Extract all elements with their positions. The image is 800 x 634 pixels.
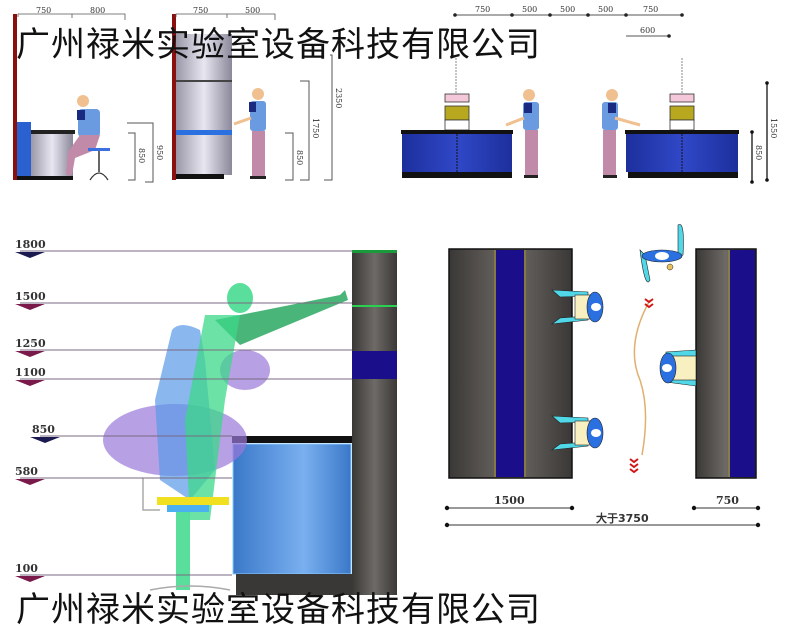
plan-person-top-left <box>550 289 604 325</box>
plan-dim-750: 750 <box>716 494 739 507</box>
tall-cabinet-elevation <box>172 13 333 181</box>
seated-dim-800: 800 <box>90 6 106 15</box>
plan-dim-total: 大于3750 <box>596 512 649 525</box>
island-dim-600: 600 <box>640 26 656 35</box>
seated-dim-850: 850 <box>137 148 146 164</box>
island-dim-850: 850 <box>754 145 763 161</box>
watermark-top: 广州禄米实验室设备科技有限公司 <box>16 25 541 65</box>
seated-bench-elevation <box>13 13 154 183</box>
height-label-100: 100 <box>15 562 38 575</box>
height-label-1100: 1100 <box>15 366 46 379</box>
reach-height-elevation <box>15 250 397 595</box>
island-dim-1550: 1550 <box>769 118 778 139</box>
cabinet-dim-2350: 2350 <box>334 88 343 109</box>
island-bench-elevation <box>401 13 769 184</box>
island-dim-750-left: 750 <box>475 5 491 14</box>
cabinet-dim-750: 750 <box>193 6 209 15</box>
height-label-850: 850 <box>32 423 55 436</box>
cabinet-dim-1750: 1750 <box>311 118 320 139</box>
height-label-1500: 1500 <box>15 290 46 303</box>
plan-person-right <box>659 349 697 387</box>
island-dim-500-a: 500 <box>522 5 538 14</box>
cabinet-dim-500: 500 <box>245 6 261 15</box>
height-label-1800: 1800 <box>15 238 46 251</box>
seated-dim-750: 750 <box>36 6 52 15</box>
cabinet-dim-850: 850 <box>295 150 304 166</box>
height-label-1250: 1250 <box>15 337 46 350</box>
seated-dim-950: 950 <box>155 145 164 161</box>
plan-dim-1500: 1500 <box>494 494 525 507</box>
plan-person-walking <box>639 224 684 283</box>
island-dim-750-right: 750 <box>643 5 659 14</box>
island-dim-500-b: 500 <box>560 5 576 14</box>
plan-view <box>444 224 761 528</box>
watermark-bottom: 广州禄米实验室设备科技有限公司 <box>16 590 541 630</box>
plan-person-bottom-left <box>550 415 604 451</box>
height-label-580: 580 <box>15 465 38 478</box>
island-dim-500-c: 500 <box>598 5 614 14</box>
